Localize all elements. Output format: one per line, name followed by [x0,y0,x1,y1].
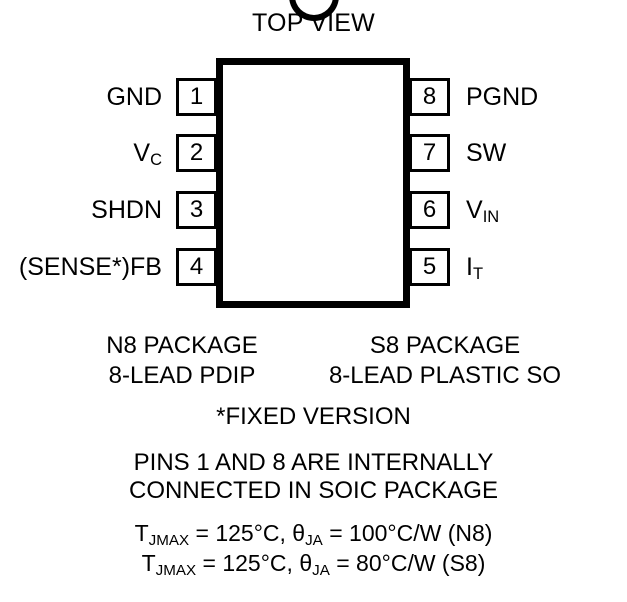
package-name-s8: S8 PACKAGE [369,332,521,359]
pin-label-text: SHDN [91,196,162,224]
note-fixed-version: *FIXED VERSION [216,403,411,430]
ic-package-body [216,58,410,308]
note-internal-connection-line1: PINS 1 AND 8 ARE INTERNALLY [133,449,494,476]
pin-label-subscript: T [472,264,484,283]
theta-ja-subscript: JA [305,531,323,549]
pin-label-right-7: SW [466,134,506,172]
pin-box-3[interactable]: 3 [176,191,217,229]
theta-ja-symbol: θ [299,550,313,576]
pin-label-text: (SENSE*)FB [18,253,162,281]
pin-label-left-4: (SENSE*)FB [19,248,162,286]
tjmax-subscript: JMAX [155,561,197,579]
pin-label-text: V [133,139,151,167]
pin-label-subscript: C [150,150,162,169]
pin-label-right-5: IT [466,248,483,286]
tjmax-subscript: JMAX [148,531,190,549]
package-name-n8: N8 PACKAGE [106,332,258,359]
pin-label-text: SW [466,139,507,167]
pin-label-text: I [466,253,473,281]
pin-box-2[interactable]: 2 [176,134,217,172]
tjmax-value: = 125°C, [189,520,293,546]
pin-label-left-2: VC [133,134,162,172]
package-description-n8: 8-LEAD PDIP [108,362,256,389]
pin-box-1[interactable]: 1 [176,78,217,116]
pin-label-right-8: PGND [466,78,538,116]
package-description-s8: 8-LEAD PLASTIC SO [328,362,562,389]
pin-box-7[interactable]: 7 [409,134,450,172]
theta-ja-value: = 100°C/W (N8) [322,520,493,546]
pin-box-6[interactable]: 6 [409,191,450,229]
tjmax-value: = 125°C, [196,550,300,576]
thermal-spec-n8: TJMAX = 125°C, θJA = 100°C/W (N8) [0,519,627,548]
pin-label-text: V [466,196,483,224]
pin-box-4[interactable]: 4 [176,248,217,286]
pin-label-right-6: VIN [466,191,499,229]
theta-ja-subscript: JA [312,561,330,579]
note-internal-connection-line2: CONNECTED IN SOIC PACKAGE [129,477,498,504]
theta-ja-value: = 80°C/W (S8) [329,550,486,576]
thermal-spec-s8: TJMAX = 125°C, θJA = 80°C/W (S8) [0,549,627,578]
pin-label-left-3: SHDN [91,191,162,229]
pin-box-8[interactable]: 8 [409,78,450,116]
tjmax-symbol: T [141,550,156,576]
pin-label-subscript: IN [482,207,500,226]
theta-ja-symbol: θ [292,520,306,546]
pin-label-text: GND [106,83,162,111]
pin-label-left-1: GND [106,78,162,116]
pin-box-5[interactable]: 5 [409,248,450,286]
pin-label-text: PGND [466,83,539,111]
tjmax-symbol: T [134,520,149,546]
